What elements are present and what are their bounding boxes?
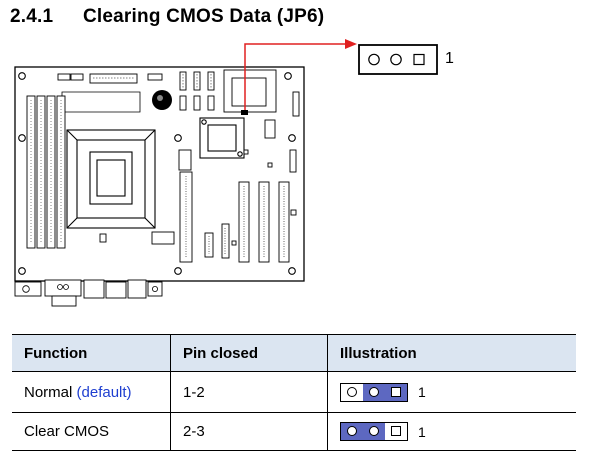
header-pin-closed: Pin closed [170,334,328,372]
callout-pin1-label: 1 [445,50,454,67]
table-header-row: Function Pin closed Illustration [12,334,576,372]
table-row: Clear CMOS 2-3 1 [12,412,576,451]
callout-arrowhead [345,39,357,49]
rear-io [14,279,163,307]
section-heading: 2.4.1 Clearing CMOS Data (JP6) [10,6,324,28]
table-row: Normal (default) 1-2 1 [12,371,576,413]
cpu-socket [66,129,156,229]
pin3-icon [347,426,357,436]
header-illustration: Illustration [327,334,576,372]
function-cell: Normal (default) [12,371,171,413]
pin2-icon [369,426,379,436]
mounting-holes [18,72,296,275]
pin1-label: 1 [418,423,426,440]
motherboard-diagram [14,39,438,307]
pin1-icon [391,386,401,397]
top-connector-pins [93,74,212,88]
section-title: Clearing CMOS Data (JP6) [83,6,325,27]
top-connectors [57,69,300,117]
callout-pin3 [368,53,380,66]
slot-pins [185,176,285,258]
dimm-pins [30,100,62,244]
chipset [199,117,245,159]
pins-cell: 2-3 [170,412,328,451]
pins-cell: 1-2 [170,371,328,413]
illustration-cell: 1 [327,371,576,413]
callout-line [244,43,346,110]
jp6-location [241,110,248,115]
section-number: 2.4.1 [10,6,54,27]
jumper-illustration [340,382,408,402]
pin3-icon [347,386,357,397]
default-tag: (default) [76,383,132,401]
jumper-illustration [340,422,408,441]
illustration-cell: 1 [327,412,576,451]
pin1-label: 1 [418,384,426,400]
jumper-settings-table: Function Pin closed Illustration Normal … [12,334,576,451]
callout-pin2 [390,53,402,66]
jp6-callout-jumper [358,44,438,75]
function-label: Normal [24,383,73,401]
misc-chips [99,119,297,246]
pin2-icon [369,386,379,397]
function-cell: Clear CMOS [12,412,171,451]
function-label: Clear CMOS [24,423,110,440]
header-function: Function [12,334,171,372]
callout-pin1 [413,53,425,66]
pin1-icon [391,426,401,436]
